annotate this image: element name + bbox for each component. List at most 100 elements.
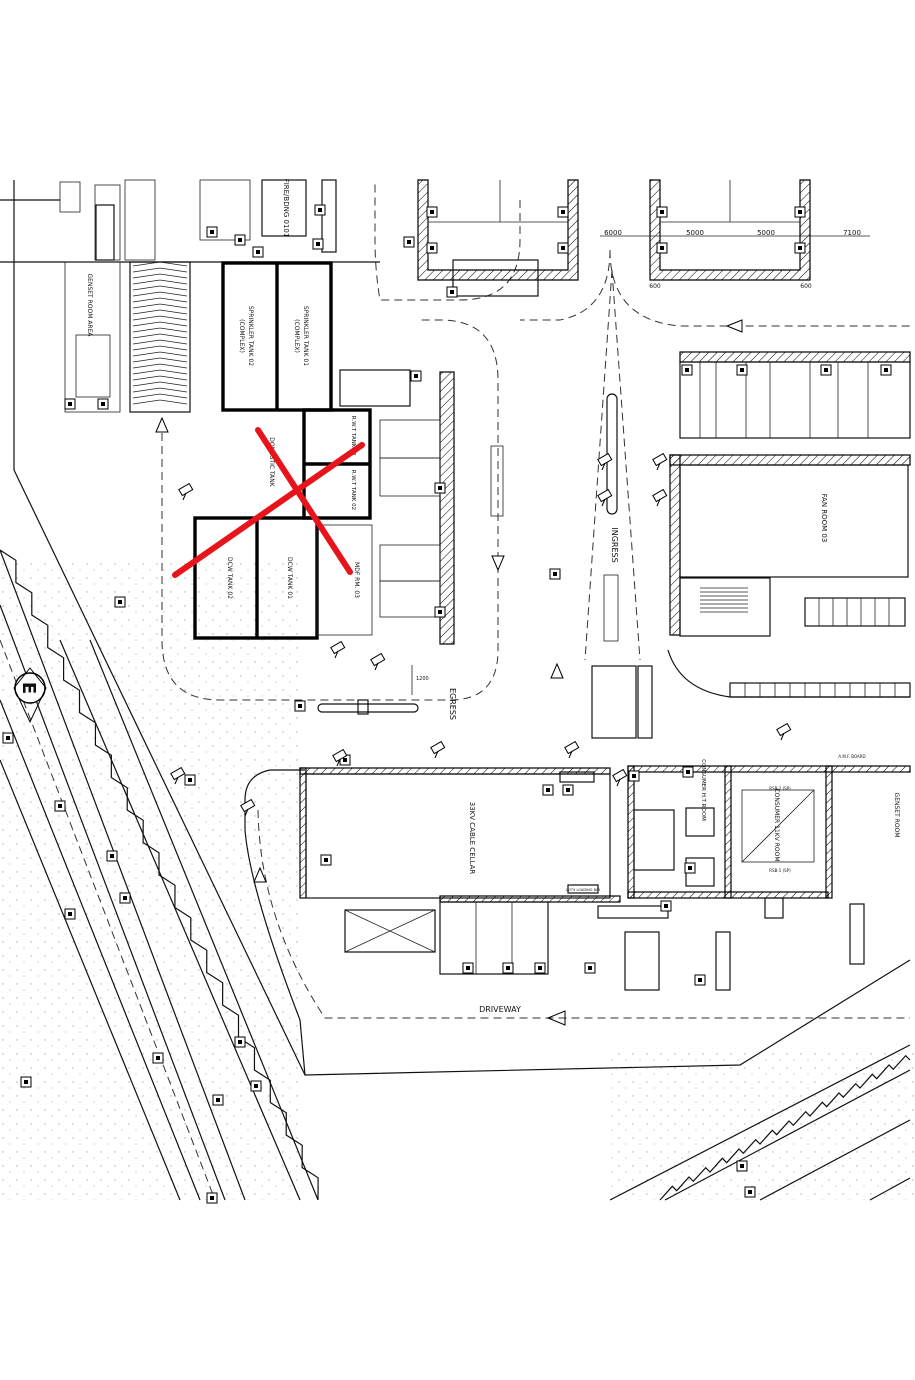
equipment-tag-icon	[294, 700, 306, 712]
rsb-2-label: RSB-2 (SP)	[769, 786, 791, 791]
equipment-tag-icon	[97, 398, 109, 410]
equipment-tag-icon	[403, 236, 415, 248]
equipment-tag-icon	[234, 1036, 246, 1048]
equipment-tag-icon	[684, 862, 696, 874]
amf-board-label: A.M.F. BOARD	[838, 754, 865, 759]
equipment-tag-icon	[660, 900, 672, 912]
equipment-tag-icon	[736, 364, 748, 376]
rsb-1-label: RSB-1 (SP)	[769, 868, 791, 873]
equipment-tag-icon	[434, 606, 446, 618]
equipment-tag-icon	[794, 206, 806, 218]
equipment-tag-icon	[656, 242, 668, 254]
cctv-camera-icon	[330, 640, 346, 659]
ramp	[129, 261, 191, 413]
equipment-tag-icon	[682, 766, 694, 778]
equipment-tag-icon	[426, 242, 438, 254]
egress-loop: EGRESS	[161, 180, 521, 720]
genset-room-area-label: GENSET ROOM AREA	[86, 274, 93, 338]
red-markup-cross	[172, 427, 365, 578]
road-marker-label: E	[18, 682, 39, 694]
cctv-camera-icon	[652, 488, 668, 507]
equipment-tag-icon	[446, 286, 458, 298]
equipment-tag-icon	[114, 596, 126, 608]
equipment-tag-icon	[656, 206, 668, 218]
dim-1200: 1200	[416, 676, 429, 682]
lower-right-embankment	[609, 1044, 915, 1201]
consumer-ht-room-label: CONSUMER H.T ROOM	[700, 759, 706, 821]
equipment-tag-icon	[549, 568, 561, 580]
sprinkler-tank-02-sub: (COMPLEX)	[238, 319, 245, 353]
equipment-tag-icon	[462, 962, 474, 974]
equipment-tag-icon	[106, 850, 118, 862]
dcw-tank-02-label: DCW TANK 02	[226, 557, 233, 599]
equipment-tag-icon	[502, 962, 514, 974]
road-embankment	[0, 180, 319, 1201]
cable-cellar: 33KV CABLE CELLAR LV/TX LOADING BAY DRIV…	[244, 767, 911, 1076]
equipment-tag-icon	[410, 370, 422, 382]
equipment-tag-icon	[212, 1094, 224, 1106]
equipment-tag-icon	[542, 784, 554, 796]
equipment-tag-icon	[64, 398, 76, 410]
ingress-lane: INGRESS	[584, 269, 641, 661]
dim-5000-b: 5000	[757, 229, 775, 237]
equipment-tags	[2, 204, 892, 1204]
dim-600-a: 600	[649, 283, 661, 290]
cctv-camera-icon	[370, 652, 386, 671]
cctv-cameras	[170, 452, 792, 817]
flow-arrow-icon	[253, 866, 267, 883]
parking-bays-a	[339, 369, 455, 645]
equipment-tag-icon	[252, 246, 264, 258]
equipment-tag-icon	[628, 770, 640, 782]
lv-label: LV/TX LOADING BAY	[566, 888, 601, 892]
equipment-tag-icon	[20, 1076, 32, 1088]
equipment-tag-icon	[206, 1192, 218, 1204]
equipment-tag-icon	[119, 892, 131, 904]
cctv-camera-icon	[564, 740, 580, 759]
dcw-tank-01-label: DCW TANK 01	[286, 557, 293, 599]
cctv-camera-icon	[776, 722, 792, 741]
fan-room-label: FAN ROOM 03	[820, 494, 828, 543]
equipment-tag-icon	[736, 1160, 748, 1172]
equipment-panels	[597, 897, 865, 991]
sprinkler-tank-01-sub: (COMPLEX)	[293, 319, 300, 353]
egress-label: EGRESS	[448, 688, 457, 720]
consumer-room-label: CONSUMER 11KV ROOM	[773, 788, 780, 861]
equipment-tag-icon	[557, 242, 569, 254]
genset-room-label: GENSET ROOM	[893, 793, 900, 838]
equipment-tag-icon	[880, 364, 892, 376]
equipment-tag-icon	[2, 732, 14, 744]
dim-5000-a: 5000	[686, 229, 704, 237]
equipment-tag-icon	[152, 1052, 164, 1064]
driveway-label: DRIVEWAY	[479, 1005, 521, 1014]
equipment-tag-icon	[250, 1080, 262, 1092]
bin-label: FIRE/BDNG 0101	[282, 179, 290, 238]
cable-cellar-label: 33KV CABLE CELLAR	[468, 802, 476, 875]
equipment-tag-icon	[681, 364, 693, 376]
dim-6000: 6000	[604, 229, 622, 237]
equipment-tag-icon	[206, 226, 218, 238]
cctv-camera-icon	[652, 452, 668, 471]
dim-600-b: 600	[800, 283, 812, 290]
top-label-box: FIRE/BDNG 0101	[199, 179, 337, 253]
equipment-tag-icon	[234, 234, 246, 246]
equipment-tag-icon	[184, 774, 196, 786]
equipment-tag-icon	[820, 364, 832, 376]
equipment-tag-icon	[314, 204, 326, 216]
cctv-camera-icon	[597, 488, 613, 507]
flow-arrow-icon	[550, 662, 564, 679]
cctv-camera-icon	[597, 452, 613, 471]
flow-arrows	[155, 319, 743, 883]
sprinkler-tank-01-label: SPRINKLER TANK 01	[302, 306, 309, 366]
equipment-tag-icon	[584, 962, 596, 974]
equipment-tag-icon	[312, 238, 324, 250]
road-marker: E	[13, 667, 47, 724]
consumer-rooms: CONSUMER H.T ROOM CONSUMER 11KV ROOM RSB…	[591, 665, 911, 899]
flow-arrow-icon	[491, 555, 505, 572]
equipment-tag-icon	[534, 962, 546, 974]
equipment-tag-icon	[557, 206, 569, 218]
equipment-tag-icon	[794, 242, 806, 254]
ingress-label: INGRESS	[610, 527, 619, 562]
sprinkler-tank-02-label: SPRINKLER TANK 02	[247, 306, 254, 366]
fan-room-building: FAN ROOM 03	[667, 351, 911, 698]
